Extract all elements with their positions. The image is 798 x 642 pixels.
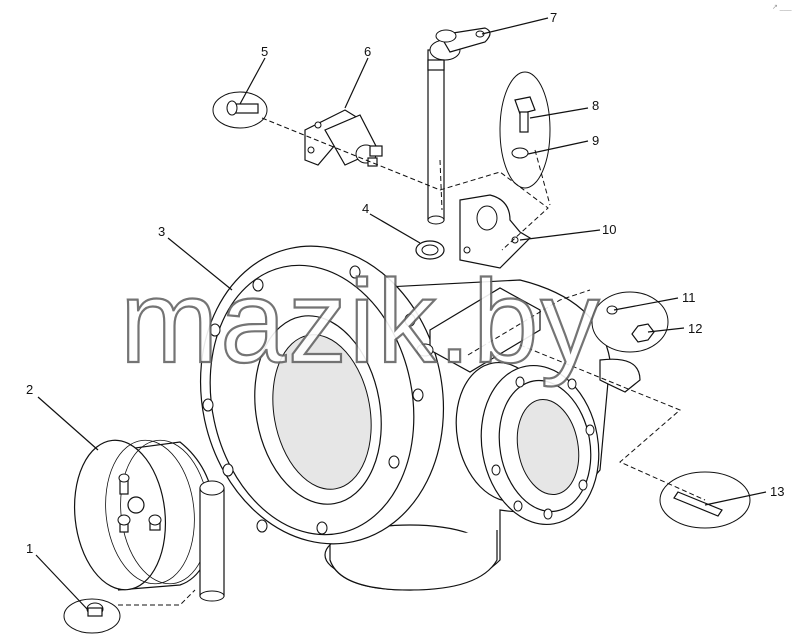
part-10-bracket — [459, 194, 531, 269]
part-11-12-nut-washer — [591, 291, 669, 353]
leader-lines — [35, 17, 767, 611]
part-3-valve-body — [199, 245, 641, 591]
callout-13: 13 — [770, 484, 784, 499]
part-4-washer — [415, 240, 445, 260]
callout-5: 5 — [261, 44, 268, 59]
part-8-9-bolt-washer — [499, 71, 551, 189]
callout-10: 10 — [602, 222, 616, 237]
callout-9: 9 — [592, 133, 599, 148]
part-3-side-flange — [455, 361, 600, 526]
callout-7: 7 — [550, 10, 557, 25]
callout-3: 3 — [158, 224, 165, 239]
part-5-bolt — [212, 91, 268, 129]
callout-6: 6 — [364, 44, 371, 59]
part-6-solenoid — [304, 109, 383, 167]
part-7-rod — [427, 27, 491, 225]
part-2-cover — [73, 439, 225, 602]
callout-4: 4 — [362, 201, 369, 216]
part-1-plug — [63, 598, 121, 634]
callout-8: 8 — [592, 98, 599, 113]
callout-1: 1 — [26, 541, 33, 556]
callout-11: 11 — [682, 290, 696, 305]
callout-labels: 1 2 3 4 5 6 7 8 9 10 11 12 13 — [26, 10, 784, 556]
assembly-dashed-lines — [118, 117, 706, 606]
callout-2: 2 — [26, 382, 33, 397]
watermark: mazik.by — [120, 256, 602, 388]
corner-mark: ↗ ___ — [772, 4, 792, 11]
callout-12: 12 — [688, 321, 702, 336]
